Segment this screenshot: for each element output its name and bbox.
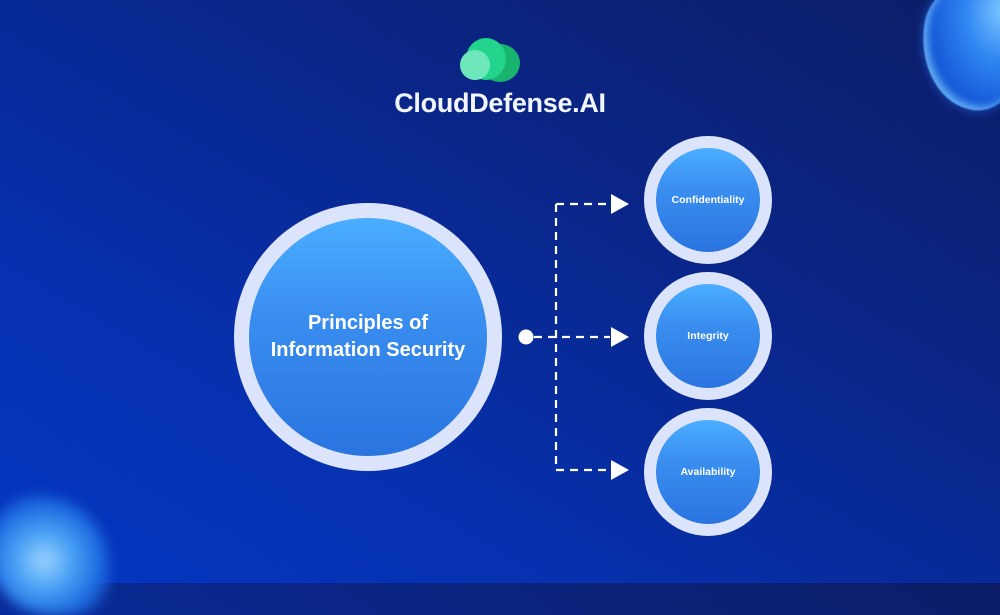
node-integrity-label: Integrity	[687, 330, 729, 342]
connector-lines	[0, 0, 1000, 583]
root-node-fill: Principles of Information Security	[249, 218, 487, 456]
node-availability-label: Availability	[680, 466, 736, 478]
node-integrity-fill: Integrity	[656, 284, 760, 388]
connector-origin-dot	[518, 329, 534, 345]
root-node-principles: Principles of Information Security	[234, 203, 502, 471]
node-availability: Availability	[644, 408, 772, 536]
arrow-head-availability	[611, 460, 629, 480]
brand-name: CloudDefense.AI	[394, 88, 606, 118]
root-node-label-line1: Principles of	[307, 312, 428, 334]
root-node-label-line2: Information Security	[270, 339, 466, 361]
logo-cloud-puff-front	[460, 50, 490, 80]
node-availability-fill: Availability	[656, 420, 760, 524]
node-confidentiality-fill: Confidentiality	[656, 148, 760, 252]
node-confidentiality: Confidentiality	[644, 136, 772, 264]
arrow-head-confidentiality	[611, 194, 629, 214]
node-confidentiality-label: Confidentiality	[671, 194, 745, 206]
node-integrity: Integrity	[644, 272, 772, 400]
arrow-head-integrity	[611, 327, 629, 347]
cloud-icon	[458, 38, 524, 82]
